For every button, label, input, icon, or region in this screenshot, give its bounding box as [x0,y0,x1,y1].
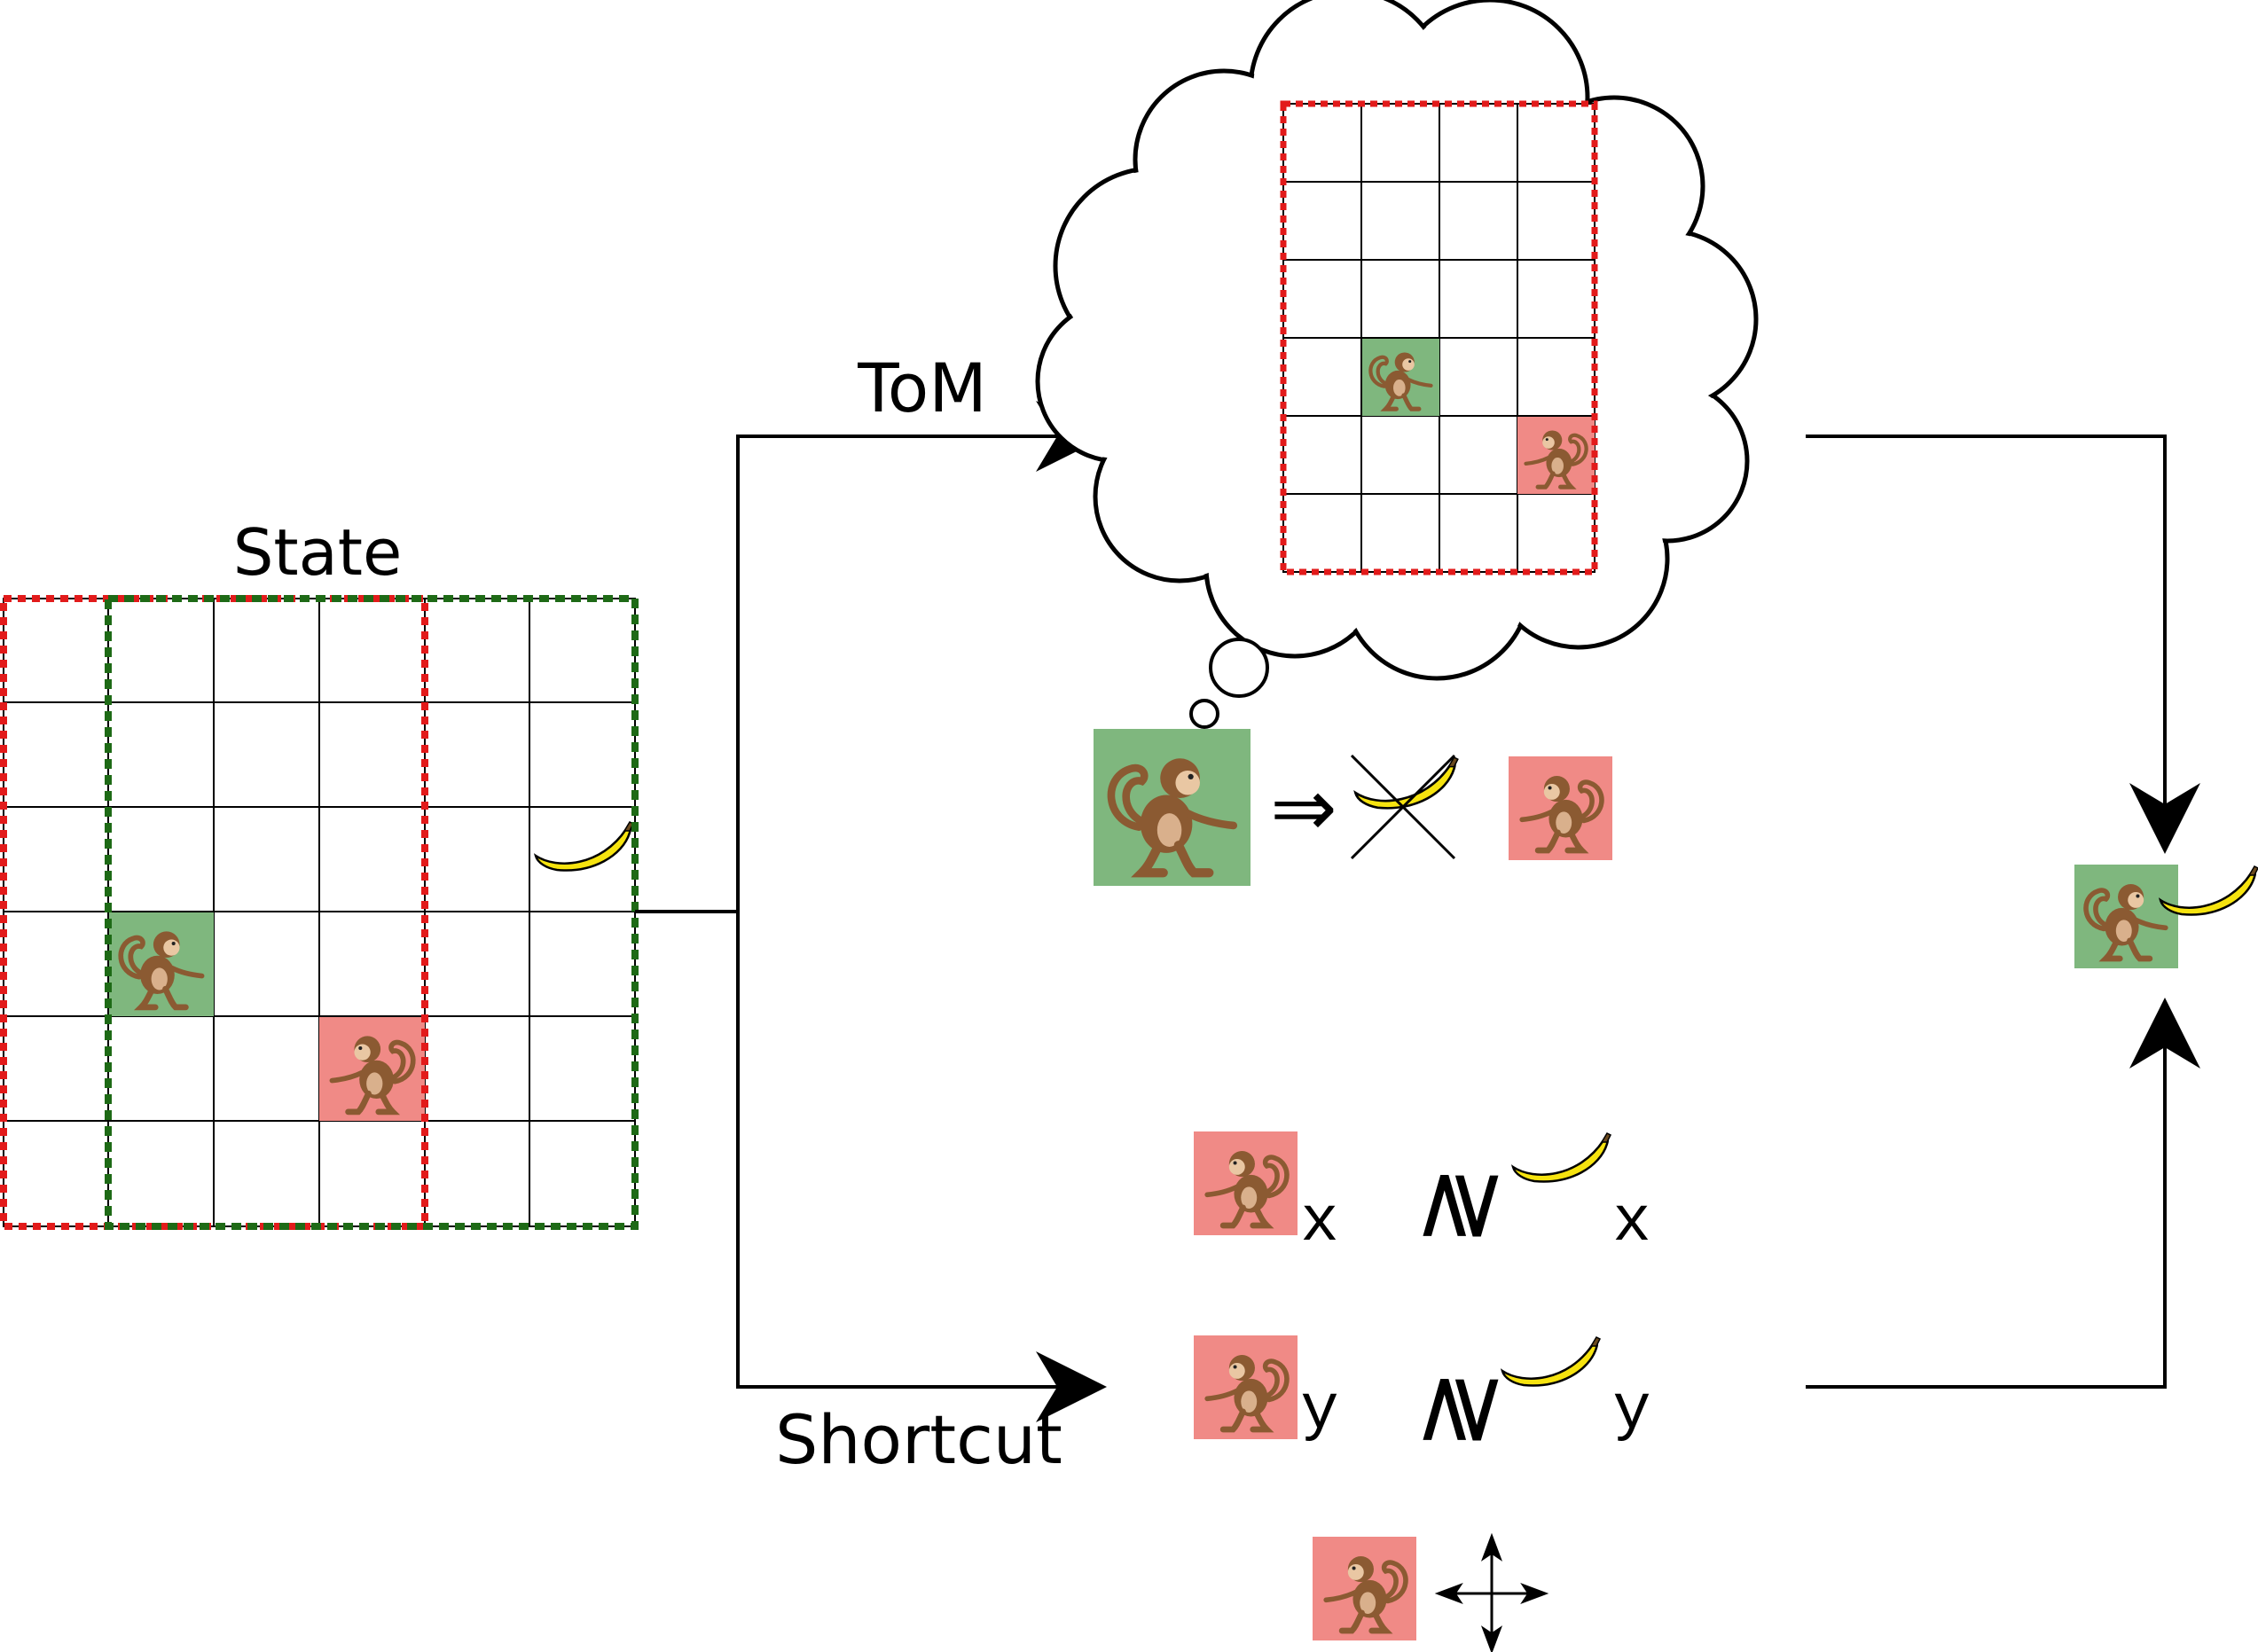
comparison-symbol: ≷ [1408,1369,1522,1451]
green-agent-cell [109,912,214,1016]
banana-icon [1353,756,1460,810]
green-view-region [105,595,639,1230]
movement-action [1313,1532,1549,1652]
implies-symbol: ⇒ [1270,762,1337,855]
thought-bubble-small [1189,699,1219,729]
four-way-arrow-icon [1434,1532,1549,1652]
shortcut-arrow [736,912,1107,1422]
state-panel: State [0,515,639,1230]
shortcut-to-result-arrow [1806,998,2200,1389]
state-grid [3,598,636,1227]
thought-bubble-large [1209,638,1269,698]
banana-icon [1501,1335,1602,1387]
agent-y-subscript: y [1300,1374,1338,1447]
banana-x-subscript: x [1612,1186,1650,1259]
red-agent-cell [319,1017,425,1121]
shortcut-label: Shortcut [775,1400,1062,1479]
connectors [635,401,2200,1422]
shortcut-x-comparison: x ≷ x [1194,1131,1651,1259]
banana-icon [1511,1131,1612,1183]
belief-green-agent-cell [1362,339,1439,416]
inference-row: ⇒ [1094,729,1612,886]
belief-view-region [1280,100,1598,575]
tom-label: ToM [857,348,987,427]
shortcut-y-comparison: y ≷ y [1194,1335,1651,1451]
banana-icon [534,820,635,872]
belief-red-agent-cell [1517,417,1595,494]
comparison-symbol: ≷ [1408,1165,1522,1247]
crossed-out-mark [1350,754,1456,860]
tom-arrow [736,401,1107,1387]
state-label: State [233,515,403,590]
tom-to-result-arrow [1806,435,2200,854]
agent-x-subscript: x [1300,1186,1338,1259]
banana-y-subscript: y [1612,1374,1650,1447]
result [2074,865,2258,968]
thought-cloud [1035,0,1759,729]
